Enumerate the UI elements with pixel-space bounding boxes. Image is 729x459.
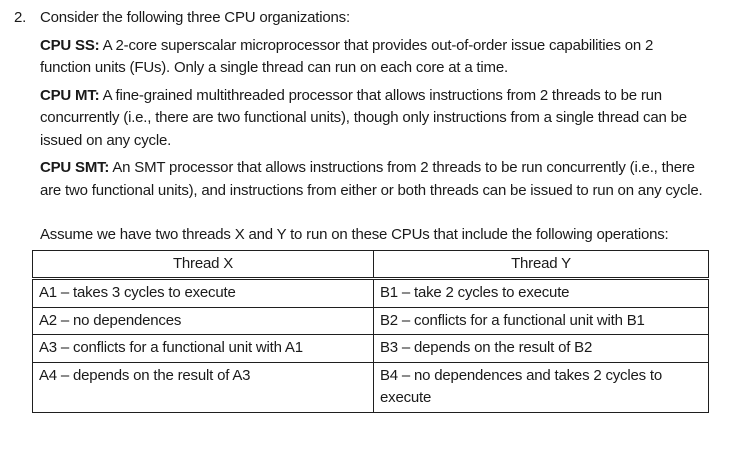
problem-intro: Consider the following three CPU organiz…: [40, 9, 350, 26]
problem-number: 2.: [14, 9, 27, 26]
table-row: A4 – depends on the result of A3 B4 – no…: [32, 361, 709, 413]
threads-table: Thread X Thread Y A1 – takes 3 cycles to…: [32, 249, 709, 413]
table-row: A1 – takes 3 cycles to execute B1 – take…: [32, 278, 709, 308]
cpu-ss-label: CPU SS:: [40, 36, 100, 54]
table-cell-a2: A2 – no dependences: [32, 306, 374, 335]
table-cell-b3: B3 – depends on the result of B2: [373, 334, 709, 363]
assumption-text: Assume we have two threads X and Y to ru…: [40, 226, 669, 243]
cpu-smt-text: An SMT processor that allows instruction…: [40, 159, 703, 199]
thread-y-header: Thread Y: [373, 249, 709, 280]
table-row: A2 – no dependences B2 – conflicts for a…: [32, 306, 709, 335]
table-header-row: Thread X Thread Y: [32, 249, 709, 280]
thread-x-header: Thread X: [32, 249, 374, 280]
problem-block: 2. Consider the following three CPU orga…: [14, 7, 729, 250]
cpu-ss-definition: CPU SS: A 2-core superscalar microproces…: [40, 35, 708, 80]
cpu-smt-definition: CPU SMT: An SMT processor that allows in…: [40, 157, 708, 202]
table-row: A3 – conflicts for a functional unit wit…: [32, 334, 709, 363]
table-cell-a4: A4 – depends on the result of A3: [32, 361, 374, 413]
cpu-mt-label: CPU MT:: [40, 86, 100, 104]
cpu-ss-text: A 2-core superscalar microprocessor that…: [40, 36, 654, 77]
table-cell-b1: B1 – take 2 cycles to execute: [373, 278, 709, 308]
table-cell-a1: A1 – takes 3 cycles to execute: [32, 278, 374, 308]
table-cell-a3: A3 – conflicts for a functional unit wit…: [32, 334, 374, 363]
table-cell-b4: B4 – no dependences and takes 2 cycles t…: [373, 361, 709, 413]
problem-body: Consider the following three CPU organiz…: [40, 7, 708, 250]
cpu-mt-text: A fine-grained multithreaded processor t…: [40, 86, 687, 149]
cpu-smt-label: CPU SMT:: [40, 159, 110, 176]
table-cell-b2: B2 – conflicts for a functional unit wit…: [373, 306, 709, 335]
cpu-mt-definition: CPU MT: A fine-grained multithreaded pro…: [40, 85, 708, 153]
